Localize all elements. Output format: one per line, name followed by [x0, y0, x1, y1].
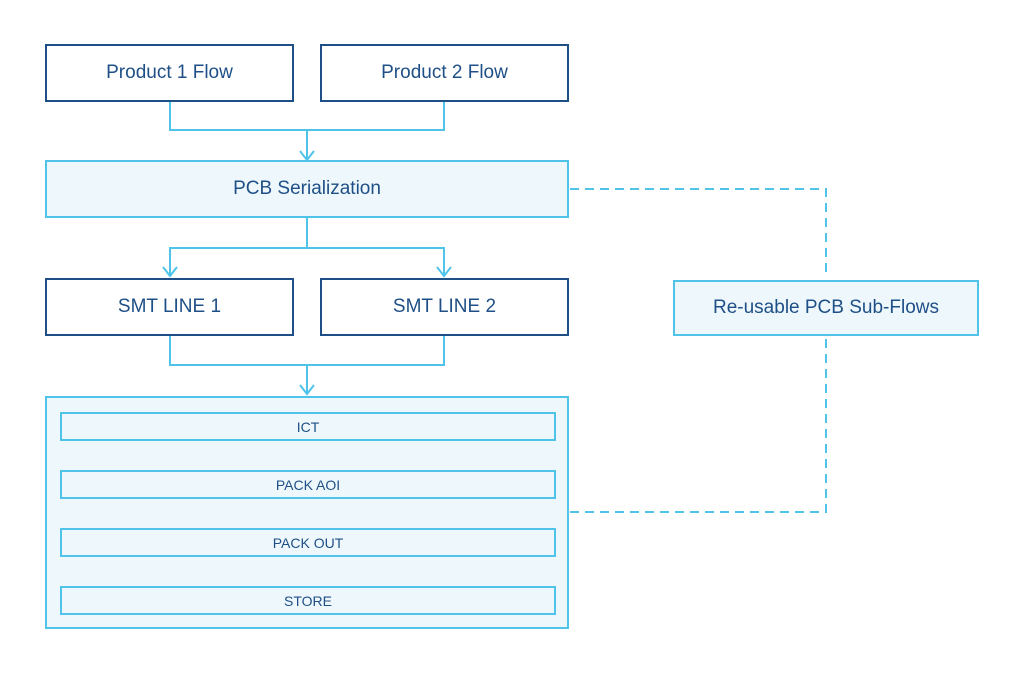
connector-smt-split [169, 247, 445, 276]
product-1-flow-box: Product 1 Flow [45, 44, 294, 102]
smt-line-2-box: SMT LINE 2 [320, 278, 569, 336]
pcb-serialization-box: PCB Serialization [45, 160, 569, 218]
dashed-link-process-group [570, 336, 827, 513]
arrow-head-smt1 [162, 266, 178, 278]
product-2-flow-box: Product 2 Flow [320, 44, 569, 102]
arrow-head-smt2 [436, 266, 452, 278]
step-pack-out: PACK OUT [60, 528, 556, 557]
process-group-box: ICT PACK AOI PACK OUT STORE [45, 396, 569, 629]
connector-smt-merge [169, 336, 445, 366]
step-store: STORE [60, 586, 556, 615]
reusable-pcb-sub-flows-box: Re-usable PCB Sub-Flows [673, 280, 979, 336]
connector-products-merge [169, 102, 445, 131]
dashed-link-serialization [570, 188, 827, 278]
smt-line-1-box: SMT LINE 1 [45, 278, 294, 336]
arrow-head-process-group [299, 384, 315, 396]
step-ict: ICT [60, 412, 556, 441]
step-pack-aoi: PACK AOI [60, 470, 556, 499]
